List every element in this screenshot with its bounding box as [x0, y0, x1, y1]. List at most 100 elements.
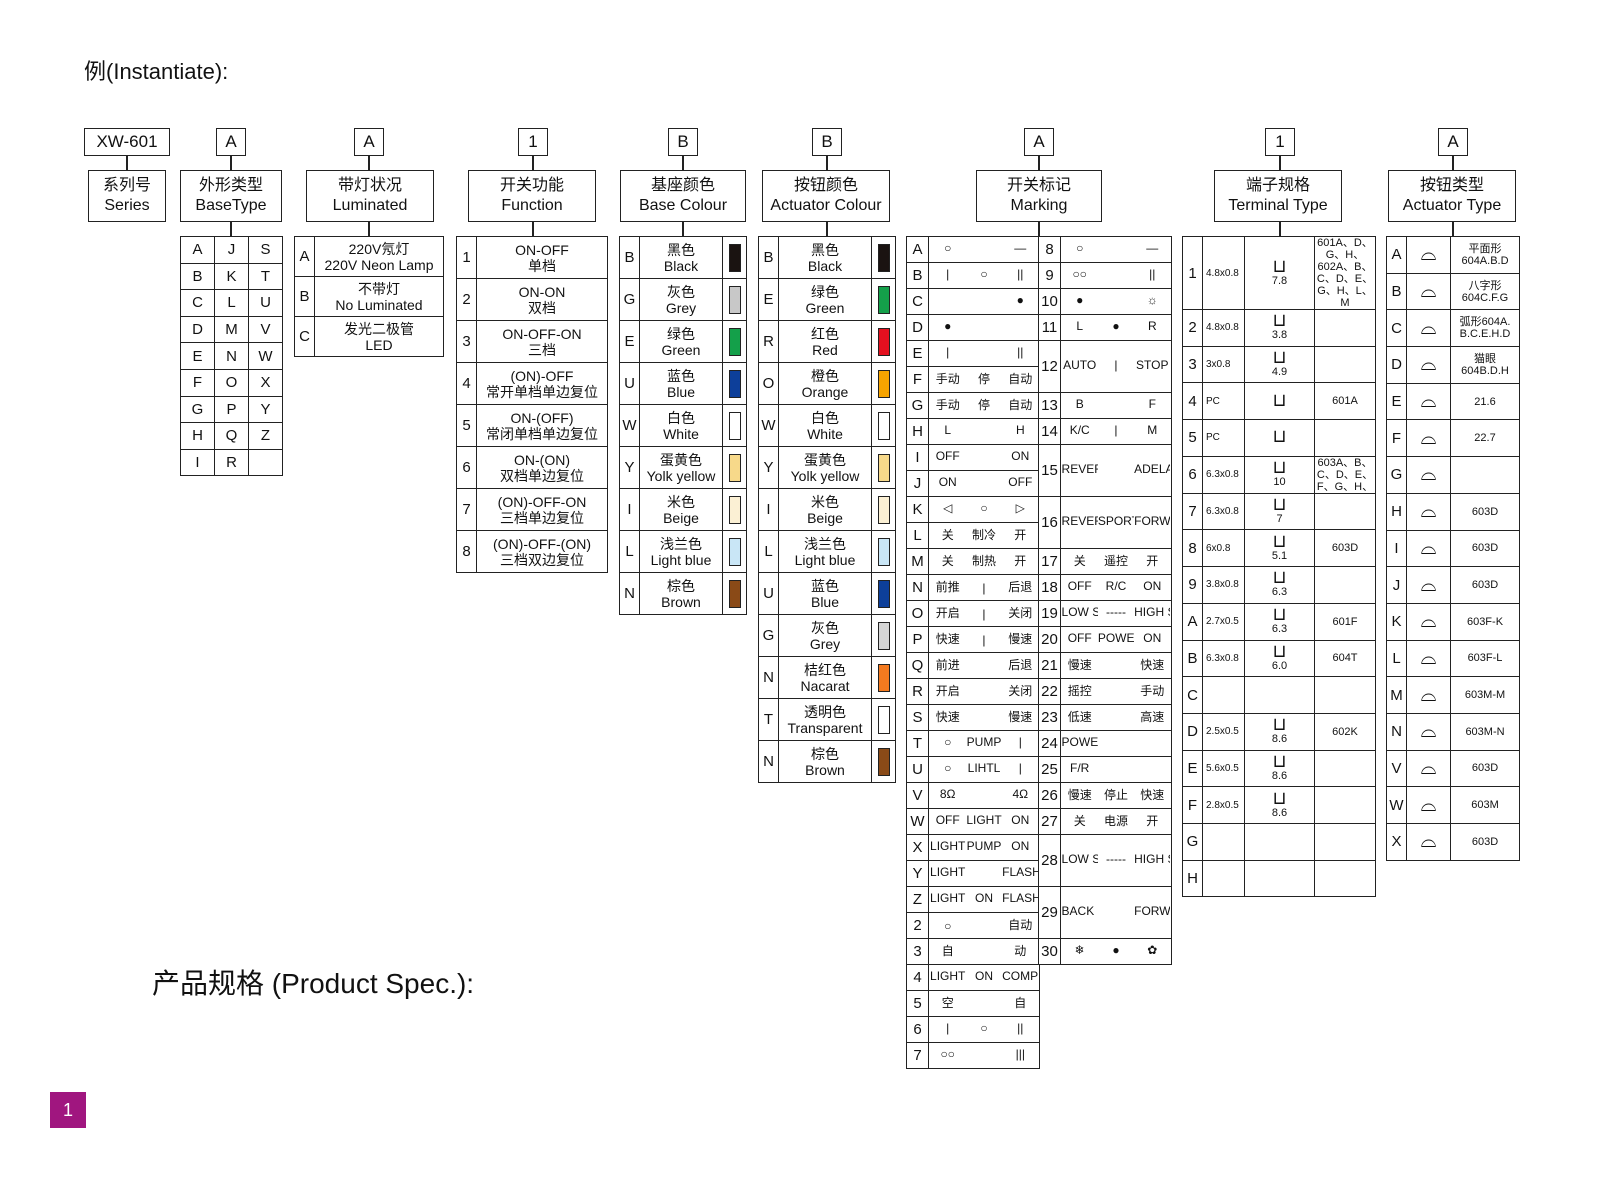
- marking-symbol: OFF: [1008, 475, 1033, 489]
- marking-symbol: 开: [1014, 527, 1027, 542]
- marking-symbol: F/R: [1070, 761, 1090, 775]
- colour-en: Yolk yellow: [790, 467, 860, 484]
- marking-symbol: 慢速: [1067, 787, 1092, 802]
- basetype-code: U: [248, 289, 283, 317]
- marking-code: L: [906, 522, 929, 549]
- marking-code: 6: [906, 1016, 929, 1043]
- terminal-drawing: ⊔7: [1244, 492, 1315, 531]
- row-code: G: [619, 278, 640, 321]
- table-row: E|||: [906, 340, 1040, 367]
- colour-zh: 红色: [811, 325, 839, 342]
- marking-symbol: —: [1146, 241, 1159, 255]
- marking-symbol: F: [1148, 397, 1156, 411]
- table-row: L⌓603F-L: [1386, 639, 1520, 678]
- marking-symbol: LOW SPEED: [1061, 852, 1098, 866]
- row-code: G: [758, 614, 779, 657]
- marking-symbol: —: [1014, 241, 1027, 255]
- colour-en: Grey: [809, 635, 841, 652]
- marking-symbols: 手动停自动: [928, 366, 1040, 393]
- function-name: (ON)-OFF-(ON): [493, 535, 591, 552]
- basetype-code: W: [248, 342, 283, 370]
- marking-symbol: 动: [1014, 943, 1027, 958]
- marking-symbol: R/C: [1105, 579, 1127, 593]
- marking-symbol: ○○: [940, 1047, 955, 1061]
- swatch-cell: [722, 320, 747, 363]
- terminal-note: [1314, 786, 1376, 824]
- colour-zh: 白色: [811, 409, 839, 426]
- actuator-drawing: ⌓: [1406, 639, 1451, 678]
- actuator-drawing: ⌓: [1406, 346, 1451, 384]
- marking-code: B: [906, 262, 929, 289]
- marking-symbol: ○: [944, 735, 952, 749]
- row-code: B: [619, 236, 640, 279]
- terminal-note: [1314, 309, 1376, 347]
- marking-symbol: 停止: [1103, 787, 1128, 802]
- table-row: F⌓22.7: [1386, 419, 1520, 458]
- colour-swatch: [877, 747, 890, 776]
- marking-code: 16: [1038, 496, 1061, 549]
- marking-symbols: ●☼: [1060, 288, 1172, 315]
- connector: [230, 156, 232, 170]
- marking-symbols: 低速高速: [1060, 704, 1172, 731]
- actuator-drawing: ⌓: [1406, 492, 1451, 531]
- marking-symbols: ○—: [928, 236, 1040, 263]
- marking-symbols: REVERSESPORTFORWARD: [1060, 496, 1172, 549]
- basetype-code: S: [248, 236, 283, 264]
- marking-code: 28: [1038, 834, 1061, 887]
- actuator-note: 猫眼 604B.D.H: [1450, 346, 1520, 384]
- actuator-code: D: [1386, 346, 1407, 384]
- row-code: 1: [456, 236, 477, 279]
- header-zh: 外形类型: [198, 177, 263, 194]
- header-en: Actuator Colour: [770, 197, 882, 214]
- actuator-drawing: ⌓: [1406, 456, 1451, 494]
- table-row: 4LIGHTONCOMPRESSOR: [906, 964, 1040, 991]
- colour-zh: 棕色: [667, 577, 695, 594]
- actuator-icon: ⌓: [1420, 683, 1437, 706]
- label-en: No Luminated: [335, 296, 423, 313]
- table-row: 24POWER: [1038, 730, 1172, 757]
- header-en: Actuator Type: [1402, 197, 1502, 214]
- terminal-drawing: [1244, 859, 1315, 898]
- header-zh: 端子规格: [1245, 177, 1310, 194]
- marking-symbols: 开启关闭: [928, 678, 1040, 705]
- terminal-icon: ⊔: [1272, 640, 1287, 661]
- actuator-icon: ⌓: [1420, 390, 1437, 413]
- marking-symbol: POWER: [1097, 631, 1135, 645]
- colour-en: Orange: [801, 383, 849, 400]
- marking-symbol: 开: [1146, 553, 1159, 568]
- colour-en: Green: [805, 299, 845, 316]
- connector: [532, 156, 534, 170]
- basetype-code: Q: [214, 422, 249, 450]
- terminal-dim: 10: [1273, 476, 1286, 489]
- swatch-cell: [871, 656, 896, 699]
- colour-zh: 浅兰色: [660, 535, 702, 552]
- table-row: 16REVERSESPORTFORWARD: [1038, 496, 1172, 549]
